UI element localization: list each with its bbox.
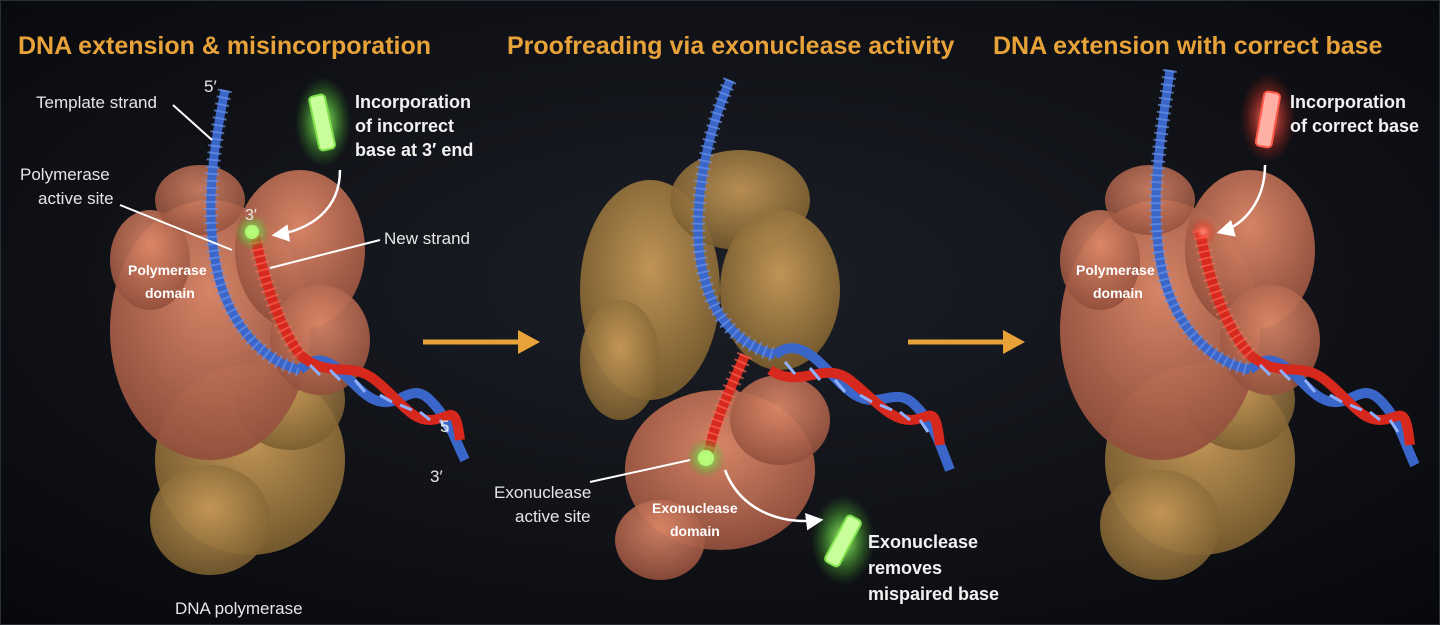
panel-1-double-helix — [296, 351, 470, 463]
panel-2: Proofreading via exonuclease activity — [494, 32, 999, 604]
polymerase-domain-label-1: Polymerase — [128, 262, 207, 278]
panel-3-title: DNA extension with correct base — [993, 32, 1383, 60]
polymerase-active-site-label-1: Polymerase — [20, 165, 110, 184]
panel-3-correct-base — [1254, 90, 1281, 149]
five-prime-end-label: 5 — [440, 417, 449, 436]
panel-1-active-site-leader — [119, 204, 233, 251]
panel-1-incorporation-arrow — [271, 169, 342, 242]
exonuclease-active-site-label-1: Exonuclease — [494, 483, 591, 502]
exonuclease-active-site-label-2: active site — [515, 507, 591, 526]
exonuclease-domain-label-2: domain — [670, 523, 720, 539]
removes-label-2: removes — [868, 558, 942, 578]
incorrect-base-label-2: of incorrect — [355, 116, 454, 136]
dna-polymerase-label: DNA polymerase — [175, 599, 303, 618]
panel-3-incorporated-glow — [1189, 218, 1217, 246]
panel-3-double-helix — [1246, 351, 1420, 468]
panel-3-protein — [1060, 165, 1320, 580]
panel-2-removed-base — [824, 514, 862, 568]
five-prime-top-label: 5′ — [204, 77, 217, 96]
arrow-1-to-2 — [423, 330, 540, 354]
panel-2-double-helix — [767, 343, 955, 472]
polymerase-active-site-label-2: active site — [38, 189, 114, 208]
template-strand-label: Template strand — [36, 93, 157, 112]
panel-1-template-leader — [172, 104, 213, 141]
panel-1-title: DNA extension & misincorporation — [18, 32, 431, 60]
incorrect-base-label-3: base at 3′ end — [355, 140, 473, 160]
panel-3-incorporation-arrow — [1216, 164, 1267, 237]
panel-1-incorrect-base — [308, 93, 336, 152]
incorrect-base-label-1: Incorporation — [355, 92, 471, 112]
panel-3-polymerase-domain-label-2: domain — [1093, 285, 1143, 301]
correct-base-label-2: of correct base — [1290, 116, 1419, 136]
panel-2-removal-arrow — [723, 469, 824, 531]
new-strand-label: New strand — [384, 229, 470, 248]
exonuclease-domain-label-1: Exonuclease — [652, 500, 738, 516]
panel-1: DNA extension & misincorporation — [18, 32, 473, 618]
panel-2-title: Proofreading via exonuclease activity — [507, 32, 954, 60]
correct-base-label-1: Incorporation — [1290, 92, 1406, 112]
three-prime-small-label: 3′ — [245, 207, 257, 224]
panel-1-new-strand-leader — [269, 239, 381, 269]
panel-3-polymerase-domain-label-1: Polymerase — [1076, 262, 1155, 278]
panel-1-template-strand — [206, 89, 302, 375]
arrow-2-to-3 — [908, 330, 1025, 354]
removes-label-3: mispaired base — [868, 584, 999, 604]
panel-3: DNA extension with correct base Incorpor… — [993, 32, 1420, 580]
removes-label-1: Exonuclease — [868, 532, 978, 552]
three-prime-end-label: 3′ — [430, 467, 443, 486]
panel-2-exo-site-leader — [589, 459, 691, 483]
polymerase-domain-label-2: domain — [145, 285, 195, 301]
